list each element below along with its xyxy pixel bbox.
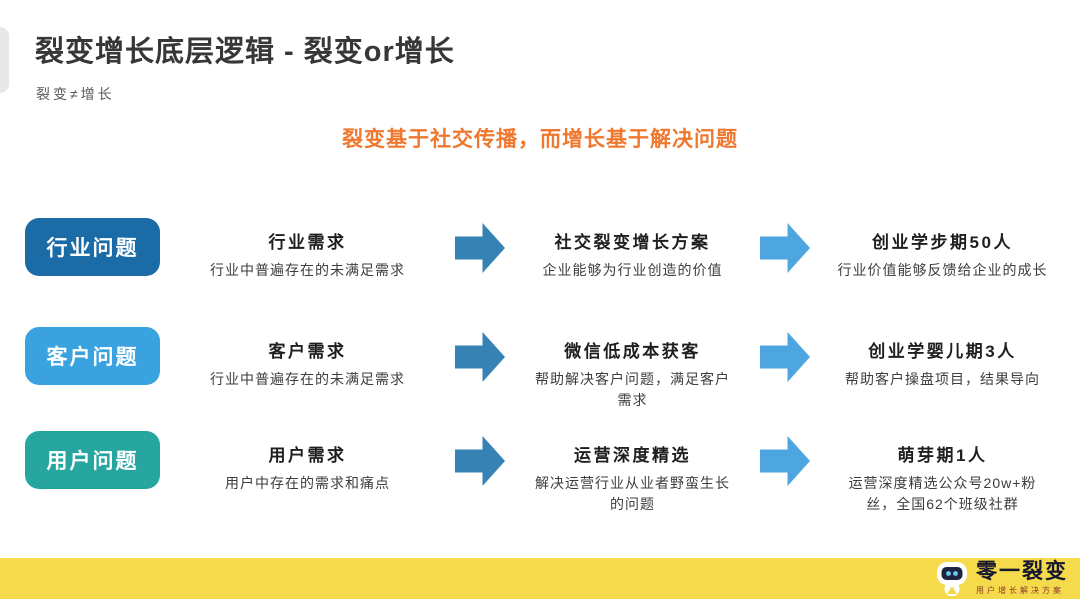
right-arrow-icon bbox=[760, 223, 810, 273]
brand-text: 零一裂变 用户增长解决方案 bbox=[976, 560, 1068, 595]
page-title: 裂变增长底层逻辑 - 裂变or增长 bbox=[35, 36, 455, 68]
step-title: 创业学婴儿期3人 bbox=[868, 342, 1017, 361]
step-industry-need: 行业需求 行业中普遍存在的未满足需求 bbox=[160, 218, 455, 281]
step-desc: 行业价值能够反馈给企业的成长 bbox=[837, 262, 1048, 278]
step-desc: 解决运营行业从业者野蛮生长 的问题 bbox=[535, 475, 730, 512]
right-arrow-icon bbox=[760, 332, 810, 382]
step-title: 微信低成本获客 bbox=[564, 342, 701, 361]
step-user-result: 萌芽期1人 运营深度精选公众号20w+粉 丝，全国62个班级社群 bbox=[815, 431, 1070, 515]
row-label-customer: 客户问题 bbox=[25, 327, 160, 385]
footer-bar: 零一裂变 用户增长解决方案 bbox=[0, 558, 1080, 599]
step-desc: 行业中普遍存在的未满足需求 bbox=[210, 371, 405, 387]
step-customer-result: 创业学婴儿期3人 帮助客户操盘项目，结果导向 bbox=[815, 327, 1070, 390]
title-accent-bar bbox=[0, 27, 9, 93]
flow-row-user: 用户问题 用户需求 用户中存在的需求和痛点 运营深度精选 解决运营行业从业者野蛮… bbox=[0, 431, 1080, 515]
step-user-need: 用户需求 用户中存在的需求和痛点 bbox=[160, 431, 455, 494]
right-arrow-icon bbox=[455, 436, 505, 486]
step-desc: 运营深度精选公众号20w+粉 丝，全国62个班级社群 bbox=[848, 475, 1037, 512]
step-desc: 帮助客户操盘项目，结果导向 bbox=[845, 371, 1040, 387]
right-arrow-icon bbox=[455, 223, 505, 273]
brand-tagline: 用户增长解决方案 bbox=[976, 585, 1064, 595]
step-title: 运营深度精选 bbox=[574, 446, 691, 465]
step-customer-solution: 微信低成本获客 帮助解决客户问题，满足客户 需求 bbox=[505, 327, 760, 411]
step-title: 萌芽期1人 bbox=[897, 446, 988, 465]
step-desc: 企业能够为行业创造的价值 bbox=[542, 262, 723, 278]
step-user-solution: 运营深度精选 解决运营行业从业者野蛮生长 的问题 bbox=[505, 431, 760, 515]
key-statement: 裂变基于社交传播，而增长基于解决问题 bbox=[342, 128, 738, 151]
robot-icon bbox=[937, 562, 967, 596]
page-subtitle: 裂变≠增长 bbox=[36, 86, 115, 102]
row-label-user: 用户问题 bbox=[25, 431, 160, 489]
step-title: 行业需求 bbox=[268, 233, 347, 252]
row-label-industry: 行业问题 bbox=[25, 218, 160, 276]
step-customer-need: 客户需求 行业中普遍存在的未满足需求 bbox=[160, 327, 455, 390]
right-arrow-icon bbox=[455, 332, 505, 382]
brand-logo: 零一裂变 用户增长解决方案 bbox=[934, 560, 1068, 596]
brand-name: 零一裂变 bbox=[976, 560, 1068, 584]
step-title: 用户需求 bbox=[268, 446, 347, 465]
flow-row-industry: 行业问题 行业需求 行业中普遍存在的未满足需求 社交裂变增长方案 企业能够为行业… bbox=[0, 218, 1080, 281]
step-title: 创业学步期50人 bbox=[872, 233, 1013, 252]
flow-row-customer: 客户问题 客户需求 行业中普遍存在的未满足需求 微信低成本获客 帮助解决客户问题… bbox=[0, 327, 1080, 411]
step-title: 客户需求 bbox=[268, 342, 347, 361]
step-desc: 帮助解决客户问题，满足客户 需求 bbox=[535, 371, 730, 408]
step-industry-solution: 社交裂变增长方案 企业能够为行业创造的价值 bbox=[505, 218, 760, 281]
step-desc: 行业中普遍存在的未满足需求 bbox=[210, 262, 405, 278]
step-title: 社交裂变增长方案 bbox=[554, 233, 711, 252]
right-arrow-icon bbox=[760, 436, 810, 486]
step-industry-result: 创业学步期50人 行业价值能够反馈给企业的成长 bbox=[815, 218, 1070, 281]
step-desc: 用户中存在的需求和痛点 bbox=[225, 475, 390, 491]
